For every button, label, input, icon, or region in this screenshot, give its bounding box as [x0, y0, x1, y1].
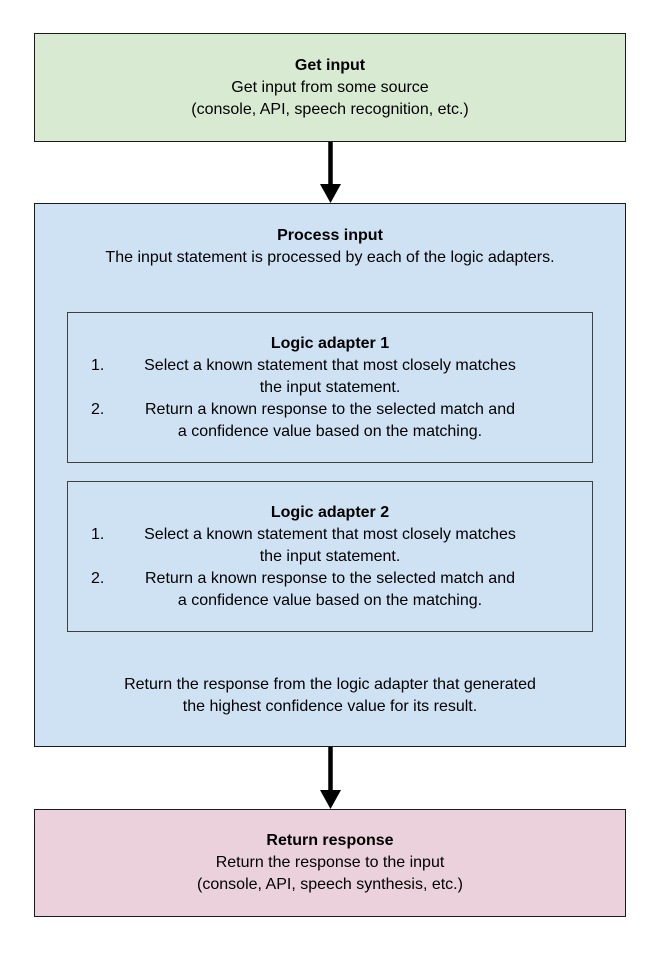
flow-arrow-icon: [320, 142, 341, 203]
return-response-line: Return the response to the input: [215, 854, 445, 871]
logic-adapter-2-title: Logic adapter 2: [270, 503, 390, 521]
return-response-line: (console, API, speech synthesis, etc.): [197, 876, 463, 893]
process-input-footer: Return the response from the logic adapt…: [124, 676, 536, 715]
step-number: 1.: [91, 356, 105, 374]
adapter-step: 2. Return a known response to the select…: [91, 568, 518, 612]
logic-adapter-1-title: Logic adapter 1: [270, 334, 390, 352]
step-number: 1.: [91, 525, 105, 543]
flow-arrow-icon: [320, 747, 341, 809]
get-input-title: Get input: [294, 56, 366, 74]
return-response-title: Return response: [266, 832, 394, 849]
step-text: Return a known response to the selected …: [145, 400, 515, 440]
logic-adapter-1-steps: 1. Select a known statement that most cl…: [91, 355, 518, 443]
node-get-input: Get input Get input from some source (co…: [34, 33, 626, 142]
get-input-line: (console, API, speech recognition, etc.): [191, 100, 469, 118]
node-logic-adapter-2: Logic adapter 2 1. Select a known statem…: [67, 481, 593, 632]
node-process-input: Process input The input statement is pro…: [34, 203, 626, 747]
step-number: 2.: [91, 400, 105, 418]
node-return-response: Return response Return the response to t…: [34, 809, 626, 917]
adapter-step: 1. Select a known statement that most cl…: [91, 524, 518, 568]
step-text: Select a known statement that most close…: [144, 525, 516, 565]
step-number: 2.: [91, 569, 105, 587]
step-text: Select a known statement that most close…: [144, 356, 516, 396]
process-input-title: Process input: [277, 227, 383, 244]
get-input-line: Get input from some source: [231, 78, 429, 96]
process-input-subtitle: The input statement is processed by each…: [105, 249, 555, 266]
adapter-step: 1. Select a known statement that most cl…: [91, 355, 518, 399]
step-text: Return a known response to the selected …: [145, 569, 515, 609]
logic-adapter-2-steps: 1. Select a known statement that most cl…: [91, 524, 518, 612]
node-logic-adapter-1: Logic adapter 1 1. Select a known statem…: [67, 312, 593, 463]
adapter-step: 2. Return a known response to the select…: [91, 399, 518, 443]
